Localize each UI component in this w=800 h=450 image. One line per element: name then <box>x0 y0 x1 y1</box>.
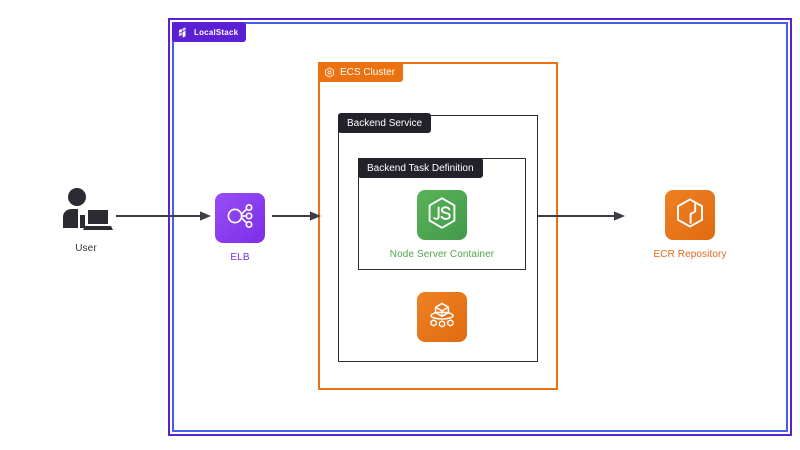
backend-service-region <box>338 115 538 362</box>
node-node-server-container[interactable]: Node Server Container <box>367 190 517 260</box>
localstack-badge-label: LocalStack <box>194 27 239 37</box>
backend-service-label: Backend Service <box>347 117 423 129</box>
elastic-load-balancer-icon <box>224 200 256 237</box>
arrow-task-to-ecr <box>538 206 626 226</box>
ecs-cluster-label: ECS Cluster <box>340 66 396 78</box>
task-definition-label: Backend Task Definition <box>367 162 474 174</box>
user-laptop-icon <box>58 186 114 234</box>
localstack-region <box>172 22 788 432</box>
node-user[interactable]: User <box>50 186 122 254</box>
node-ecs-task[interactable] <box>417 292 467 351</box>
node-server-tile <box>417 190 467 240</box>
ecs-task-tile <box>417 292 467 342</box>
node-ecr-repository-label: ECR Repository <box>653 249 727 260</box>
ecs-cluster-badge: ECS Cluster <box>318 62 404 82</box>
backend-service-badge: Backend Service <box>338 113 432 133</box>
node-elb-label: ELB <box>230 252 250 263</box>
node-server-container-label: Node Server Container <box>389 249 495 260</box>
arrow-user-to-elb <box>116 206 212 226</box>
localstack-badge: LocalStack <box>172 22 247 42</box>
arrow-elb-to-backend-service <box>272 206 322 226</box>
ecs-cluster-region <box>318 62 558 390</box>
localstack-outer-boundary <box>168 18 792 436</box>
node-user-label: User <box>75 243 97 254</box>
nodejs-icon <box>425 196 459 235</box>
ecs-service-icon <box>425 298 459 337</box>
node-ecr-repository[interactable]: ECR Repository <box>624 190 756 260</box>
task-definition-badge: Backend Task Definition <box>358 158 483 178</box>
ecs-cluster-icon <box>324 66 335 78</box>
ecr-repository-icon <box>673 196 707 235</box>
node-elb[interactable]: ELB <box>211 193 269 263</box>
localstack-logo-icon <box>178 26 189 38</box>
ecr-repository-tile <box>665 190 715 240</box>
elb-tile <box>215 193 265 243</box>
